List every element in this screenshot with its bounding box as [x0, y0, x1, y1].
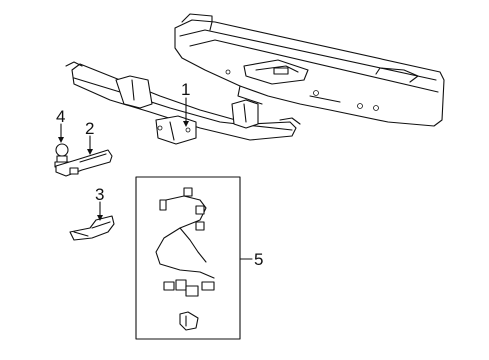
wiring-harness-box	[135, 176, 241, 340]
callout-3: 3	[95, 185, 104, 204]
draw-bar	[69, 215, 115, 241]
callout-arrow-4	[58, 137, 64, 143]
hitch-frame	[65, 61, 301, 145]
callout-1: 1	[181, 80, 190, 99]
callout-4: 4	[56, 107, 65, 126]
callout-2: 2	[85, 119, 94, 138]
callout-lines	[58, 97, 253, 260]
callout-arrow-1	[183, 121, 189, 127]
rear-bumper	[174, 13, 445, 127]
callout-arrow-2	[87, 149, 93, 155]
ball-mount	[55, 149, 113, 177]
callout-arrow-3	[97, 215, 103, 221]
callout-5: 5	[254, 250, 263, 269]
